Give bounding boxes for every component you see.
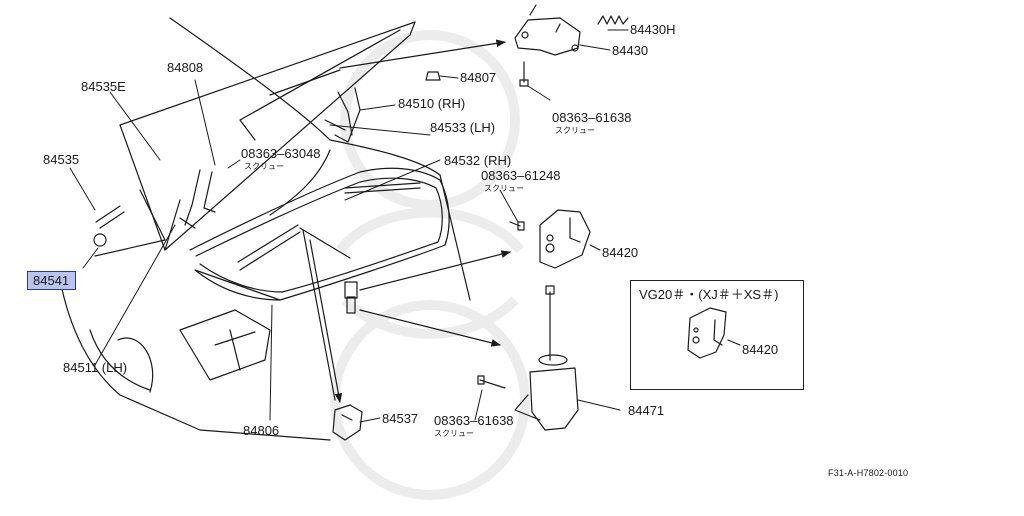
callout-title: VG20＃・(XJ＃＋XS＃)	[639, 287, 779, 302]
arrow-to-latch	[359, 250, 511, 291]
lock-spring	[597, 15, 629, 25]
watermark-emblem	[330, 30, 530, 500]
screw-lock	[519, 61, 529, 87]
trunk-latch	[539, 209, 591, 269]
label-84420-variant[interactable]: 84420	[742, 342, 779, 357]
arrow-to-actuator	[359, 309, 501, 347]
label-08363-63048[interactable]: 08363–63048	[241, 146, 321, 161]
arrow-to-lock	[339, 39, 506, 69]
trunk-lid	[119, 21, 416, 251]
leader-lines	[69, 29, 629, 423]
label-84533-lh[interactable]: 84533 (LH)	[430, 120, 496, 135]
label-84541-highlighted[interactable]: 84541	[27, 271, 77, 290]
car-body-outline	[59, 17, 471, 441]
label-84420[interactable]: 84420	[602, 245, 639, 260]
screw-actuator	[477, 375, 506, 389]
label-screw-61248: スクリュー	[484, 184, 524, 193]
figure-code: F31-A-H7802-0010	[828, 468, 909, 478]
screw-latch	[509, 221, 525, 231]
callout-bracket	[687, 307, 741, 359]
label-84430[interactable]: 84430	[612, 43, 649, 58]
label-screw-63048: スクリュー	[244, 162, 284, 171]
trunk-lock	[514, 4, 581, 56]
label-84430h[interactable]: 84430H	[630, 22, 676, 37]
label-84808[interactable]: 84808	[167, 60, 204, 75]
label-08363-61638-top[interactable]: 08363–61638	[552, 110, 632, 125]
arrow-to-bracket	[309, 239, 343, 403]
label-screw-bottom: スクリュー	[434, 429, 474, 438]
bump-stop	[93, 189, 166, 257]
trunk-striker	[344, 281, 358, 314]
label-84471[interactable]: 84471	[628, 403, 665, 418]
label-84511-lh[interactable]: 84511 (LH)	[63, 360, 128, 375]
label-84537[interactable]: 84537	[382, 411, 419, 426]
label-84510-rh[interactable]: 84510 (RH)	[398, 96, 466, 111]
label-84535e[interactable]: 84535E	[81, 79, 126, 94]
label-08363-61638-bottom[interactable]: 08363–61638	[434, 413, 514, 428]
release-rod	[302, 229, 336, 401]
bolt-84807	[425, 71, 441, 81]
label-08363-61248[interactable]: 08363–61248	[481, 168, 561, 183]
label-84535[interactable]: 84535	[43, 152, 80, 167]
label-84532-rh[interactable]: 84532 (RH)	[444, 153, 512, 168]
lock-actuator	[514, 285, 579, 431]
trunk-opening	[189, 167, 450, 301]
hinge-lh	[179, 169, 216, 229]
label-screw-top: スクリュー	[555, 126, 595, 135]
variant-callout-box: VG20＃・(XJ＃＋XS＃)	[630, 280, 804, 390]
label-84807[interactable]: 84807	[460, 70, 497, 85]
torsion-bars	[237, 182, 421, 271]
label-84806[interactable]: 84806	[243, 423, 280, 438]
opener-bracket	[332, 404, 363, 441]
